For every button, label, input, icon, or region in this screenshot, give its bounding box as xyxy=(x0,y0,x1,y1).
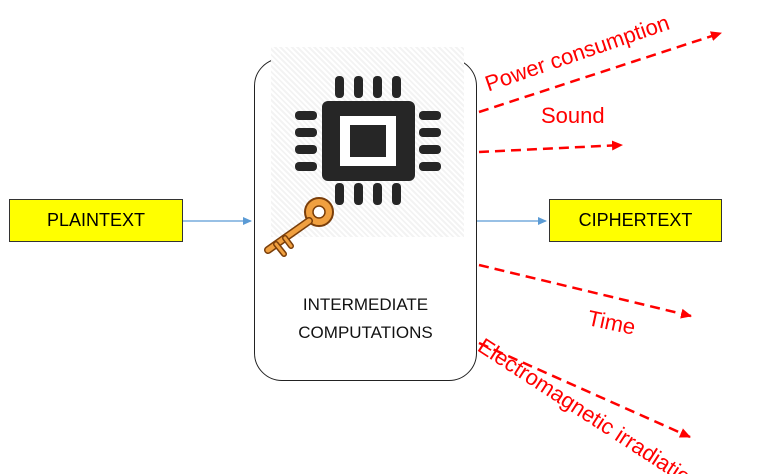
power-consumption-label: Power consumption xyxy=(481,9,673,97)
ciphertext-box: CIPHERTEXT xyxy=(549,199,722,242)
processor-label: INTERMEDIATE COMPUTATIONS xyxy=(255,291,476,347)
time-label: Time xyxy=(585,305,638,340)
plaintext-box: PLAINTEXT xyxy=(9,199,183,242)
processor-label-line1: INTERMEDIATE xyxy=(302,295,429,314)
chip-icon-background xyxy=(271,47,464,237)
time-leak-arrow xyxy=(478,263,692,319)
processor-box: INTERMEDIATE COMPUTATIONS xyxy=(254,47,477,381)
sound-leak-arrow xyxy=(478,140,623,154)
ciphertext-label: CIPHERTEXT xyxy=(578,210,693,230)
sound-label: Sound xyxy=(541,103,605,128)
electromagnetic-label: Electromagnetic irradiation xyxy=(473,333,706,474)
plaintext-label: PLAINTEXT xyxy=(46,210,146,230)
processor-label-line2: COMPUTATIONS xyxy=(298,323,433,342)
